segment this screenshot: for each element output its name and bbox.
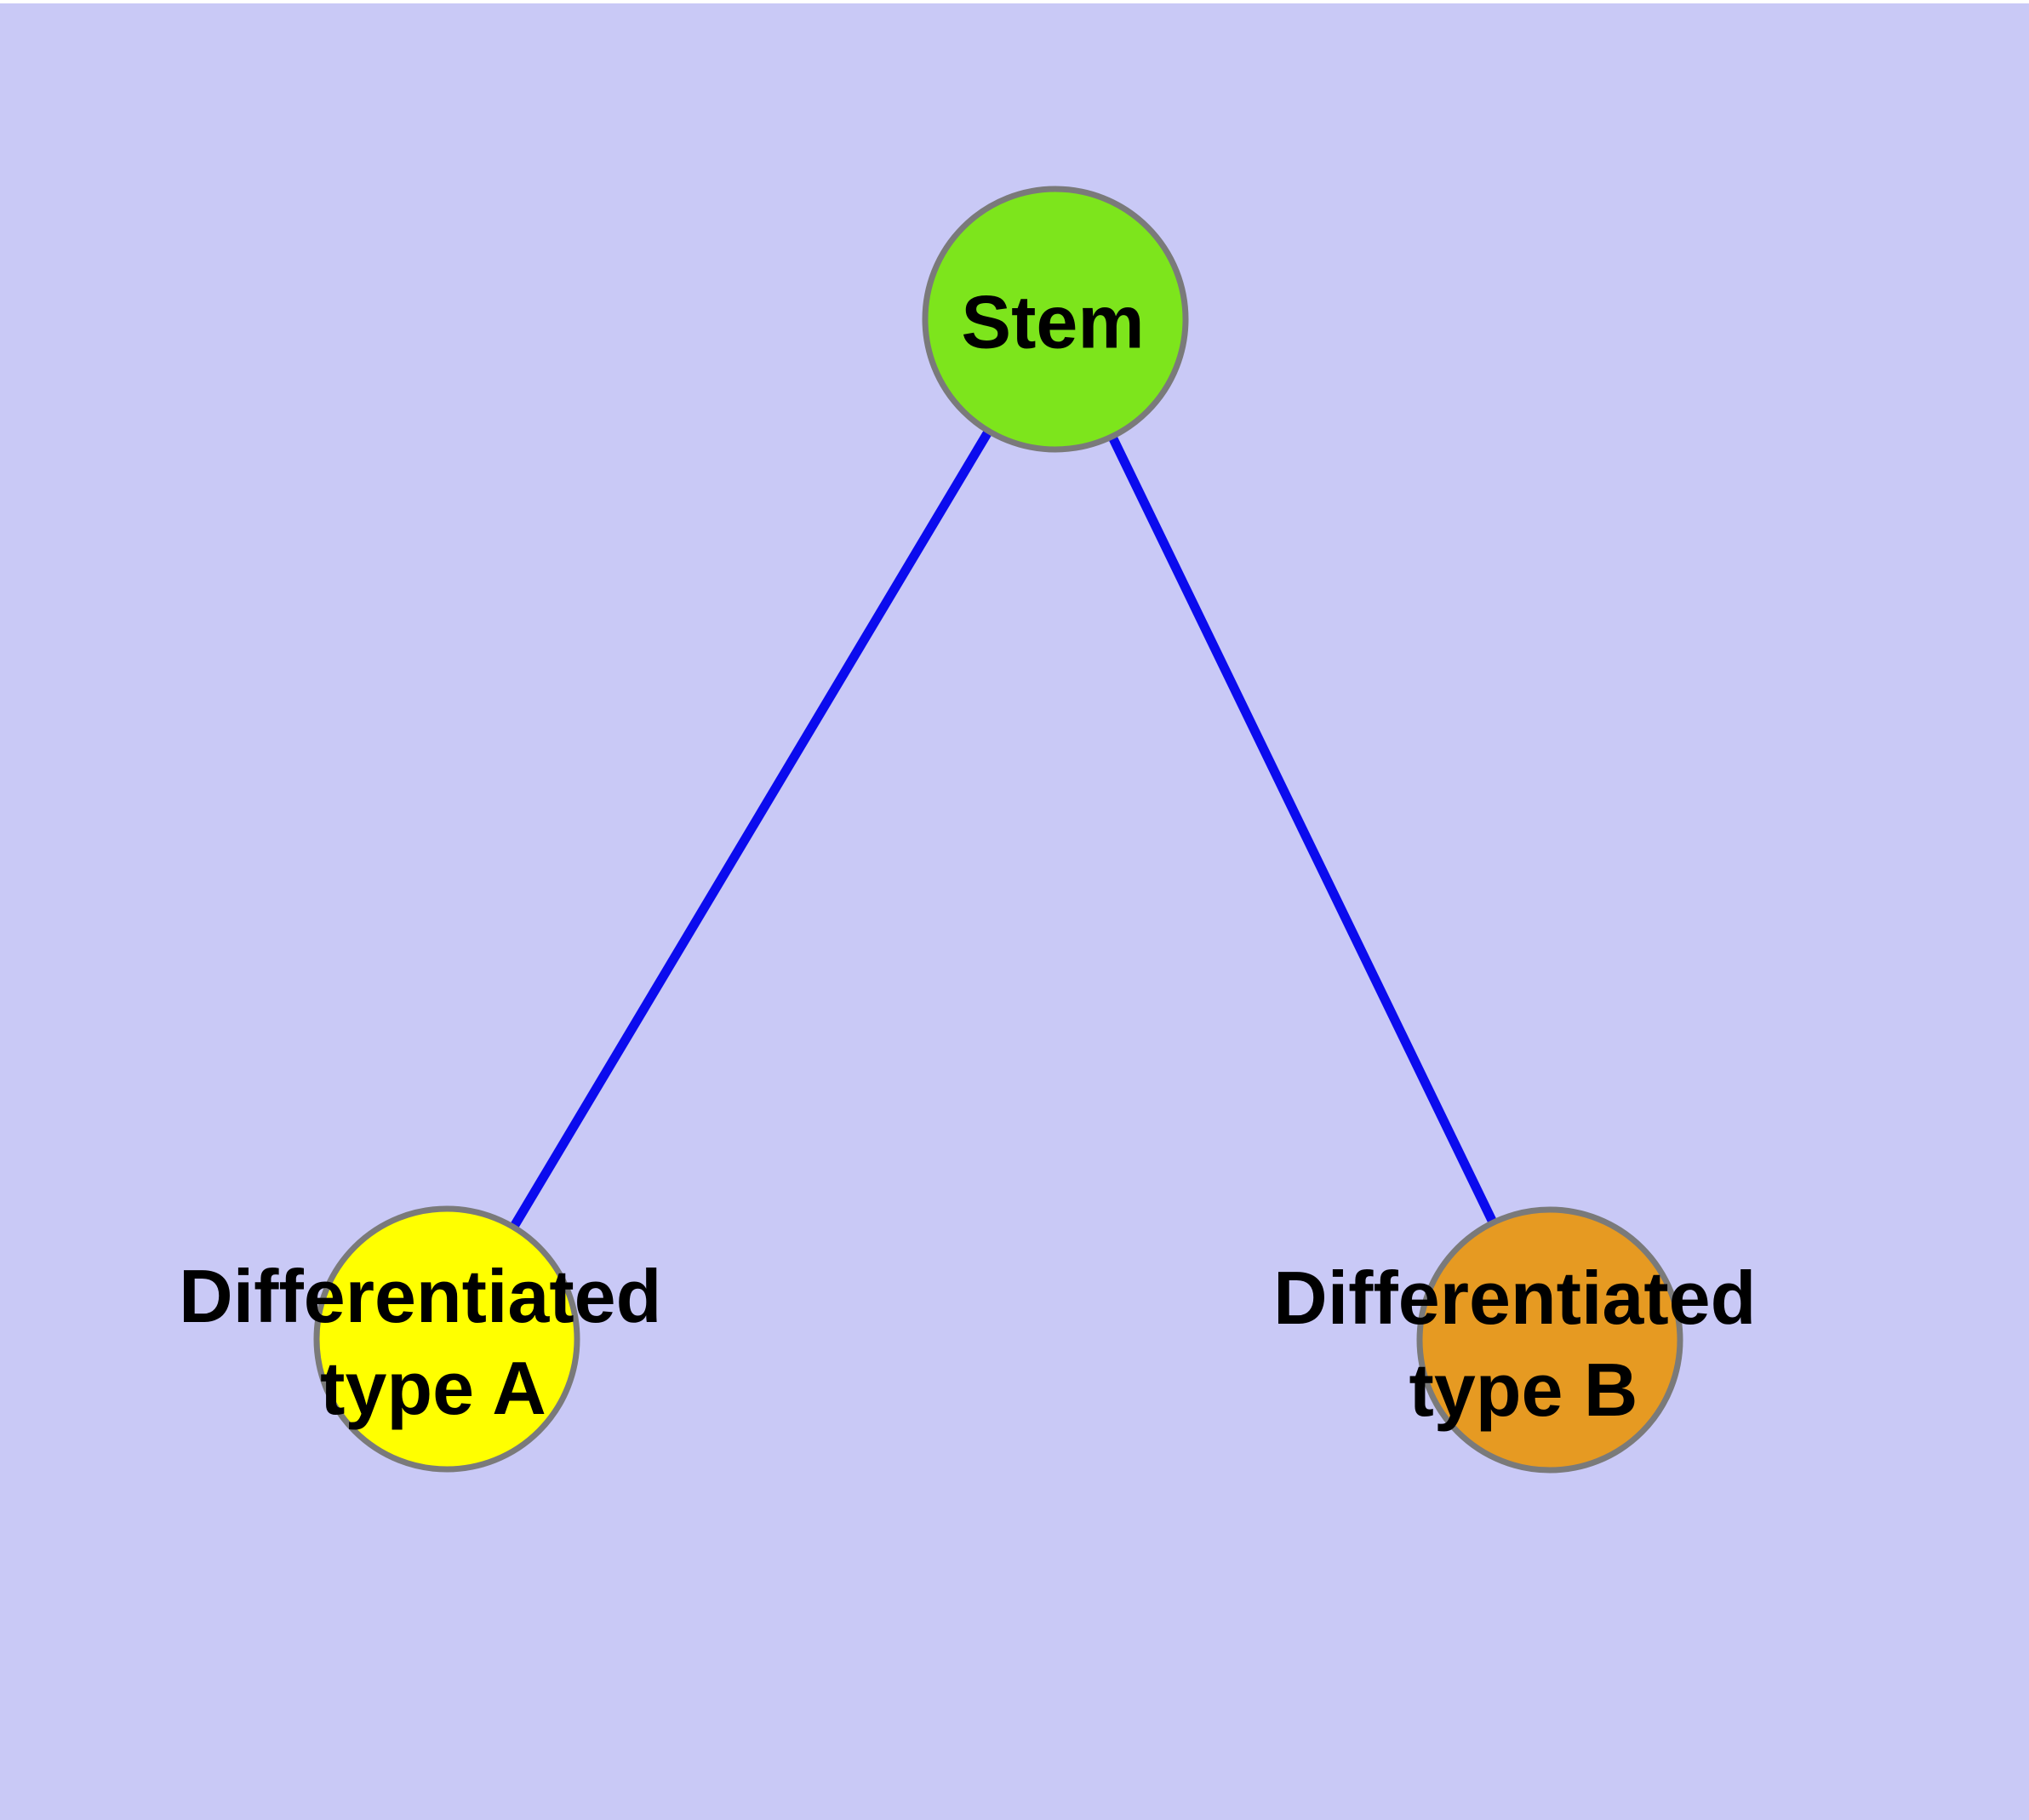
node-type-a-label-line1: Differentiated — [179, 1254, 661, 1338]
node-type-a-circle — [313, 1205, 580, 1473]
node-type-a-label-line2: type A — [320, 1346, 546, 1430]
node-type-a-label: Differentiated type A — [179, 1254, 683, 1430]
edge-stem-to-type-b — [1051, 317, 1554, 1342]
node-type-b-label: Differentiated type B — [1273, 1256, 1777, 1432]
node-type-b-label-line1: Differentiated — [1273, 1256, 1756, 1340]
node-type-b-circle — [1416, 1206, 1683, 1474]
edge-stem-to-type-a — [443, 317, 1060, 1342]
node-stem-circle — [922, 186, 1189, 453]
node-stem-label: Stem — [961, 280, 1144, 364]
node-type-b-label-line2: type B — [1409, 1348, 1638, 1432]
